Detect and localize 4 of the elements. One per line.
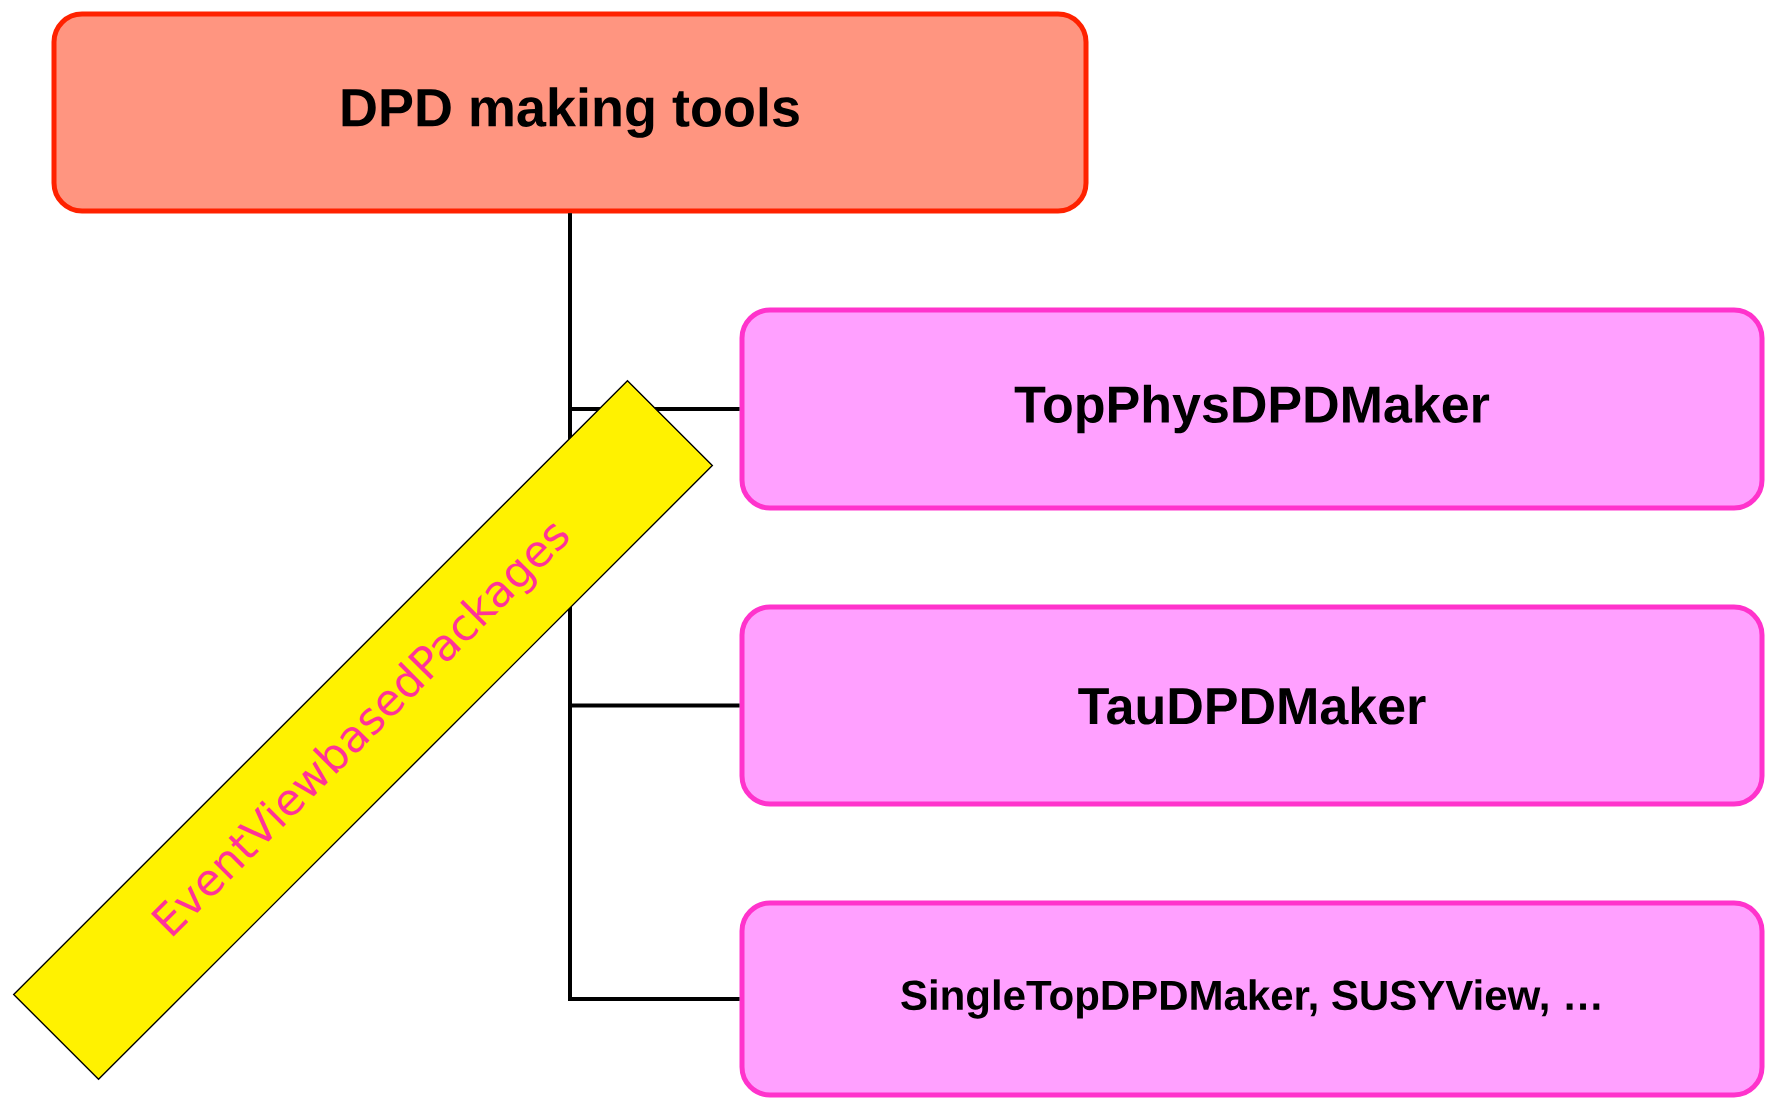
process-box: DPD making tools	[51, 11, 1089, 214]
process-box: TopPhysDPDMaker	[739, 307, 1765, 511]
process-box: SingleTopDPDMaker, SUSYView, …	[739, 900, 1765, 1098]
process-box: TauDPDMaker	[739, 604, 1765, 807]
